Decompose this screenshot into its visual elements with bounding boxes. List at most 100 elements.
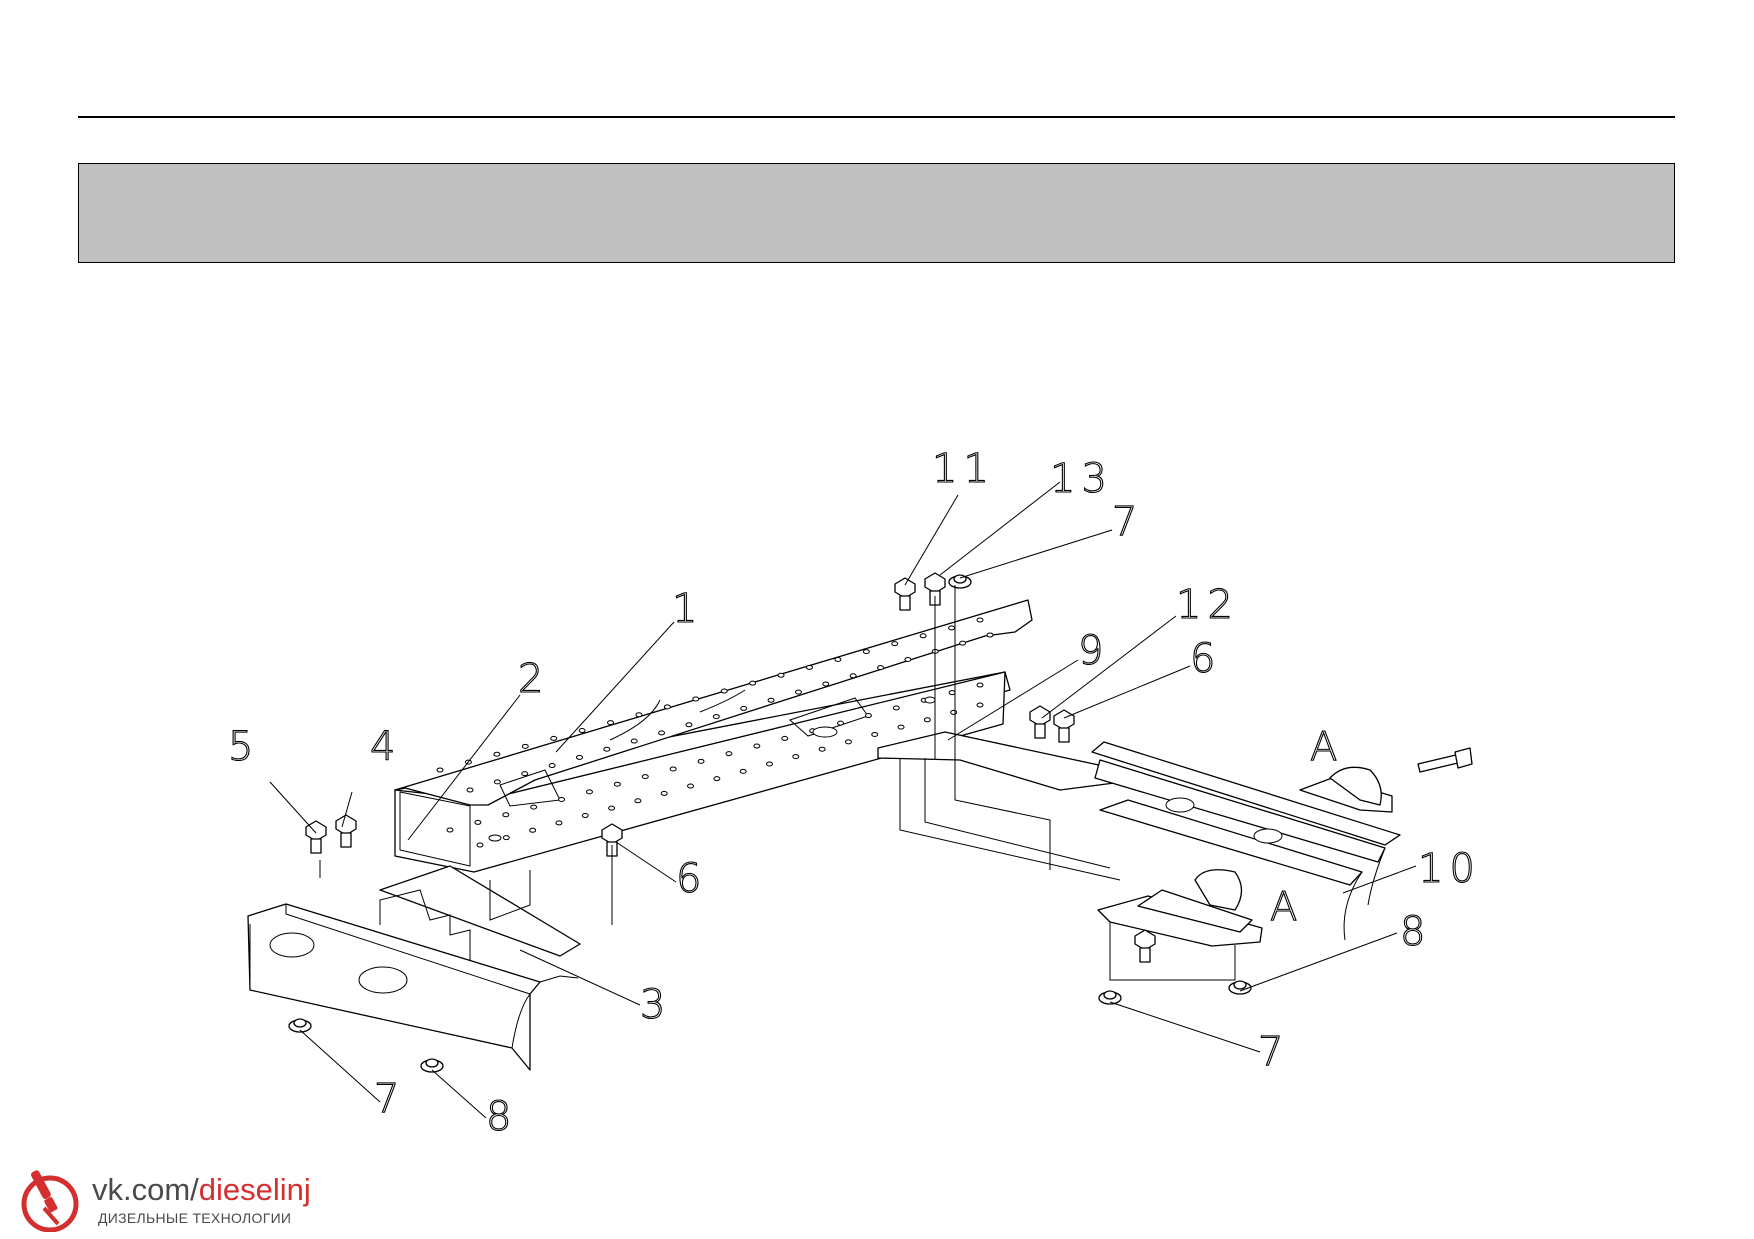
rail-hole	[767, 697, 775, 703]
rail-hole	[924, 696, 936, 704]
nut	[948, 574, 972, 589]
rail-hole	[575, 754, 583, 760]
callout-11: 11	[932, 446, 995, 492]
rail-hole	[607, 720, 615, 726]
callout-6b: 6	[1190, 636, 1221, 682]
callout-1: 1	[672, 586, 703, 632]
rail-hole	[581, 813, 589, 819]
right-frame-member	[1091, 741, 1401, 941]
callout-Aa: A	[1310, 724, 1343, 770]
rail-hole	[663, 704, 671, 710]
bolt	[1053, 709, 1075, 743]
rail-hole	[891, 641, 899, 647]
rail-hole	[792, 754, 800, 760]
detail-bracket-A	[1299, 747, 1473, 813]
callout-labels: 1 2 3 4 5 6 6 7 7 7 8 8 9 10 11 12 13 A …	[227, 445, 1481, 1140]
bolt	[1029, 705, 1051, 739]
callout-2: 2	[518, 656, 549, 702]
rail-hole	[669, 766, 677, 772]
top-rule	[78, 116, 1675, 118]
rail-hole	[502, 812, 510, 818]
rail-hole	[948, 625, 956, 631]
rail-hole	[550, 735, 558, 741]
rail-hole	[781, 735, 789, 741]
rail-hole	[862, 649, 870, 655]
leader-lines	[269, 481, 1417, 1119]
callout-5: 5	[228, 724, 259, 770]
rail-hole	[818, 746, 826, 752]
rail-hole	[488, 834, 502, 842]
bolt	[335, 814, 357, 848]
rail-hole	[720, 688, 728, 694]
rail-hole	[812, 726, 838, 738]
rail-hole	[765, 761, 773, 767]
callout-10: 10	[1418, 846, 1481, 892]
bracket-plate-3	[379, 865, 581, 957]
rail-hole	[502, 835, 510, 841]
fasteners	[288, 572, 1252, 1073]
rail-hole	[739, 768, 747, 774]
rail-hole	[897, 724, 905, 730]
rail-hole	[849, 673, 857, 679]
bolt	[894, 577, 916, 611]
callout-3: 3	[640, 982, 671, 1028]
rail-hole	[685, 722, 693, 728]
callout-8b: 8	[1400, 909, 1431, 955]
main-frame-rail	[394, 599, 1033, 873]
rail-hole	[725, 751, 733, 757]
bolt	[1134, 929, 1156, 963]
rail-hole	[687, 783, 695, 789]
rail-hole	[493, 751, 501, 757]
rail-hole	[712, 714, 720, 720]
rail-hole	[585, 789, 593, 795]
rail-hole	[578, 728, 586, 734]
rail-hole	[436, 767, 444, 773]
callout-13: 13	[1050, 456, 1113, 502]
rail-hole	[837, 720, 845, 726]
watermark-url-name: dieselinj	[198, 1172, 311, 1207]
rail-hole	[959, 640, 967, 646]
watermark-url-prefix: vk.com/	[92, 1172, 199, 1207]
rail-hole	[986, 632, 994, 638]
rail-hole	[529, 827, 537, 833]
rail-hole	[476, 842, 484, 848]
rail-hole	[548, 763, 556, 769]
callout-9: 9	[1078, 628, 1109, 674]
rail-hole	[446, 827, 454, 833]
bracket-plate-9	[877, 731, 1123, 881]
watermark-url: vk.com/dieselinj	[92, 1172, 311, 1208]
rail-hole	[530, 804, 538, 810]
rail-hole	[558, 796, 566, 802]
mount-bracket-10	[1097, 869, 1263, 981]
rail-hole	[634, 798, 642, 804]
rail-hole	[864, 713, 872, 719]
rail-hole	[658, 730, 666, 736]
callout-8a: 8	[486, 1094, 517, 1140]
callout-12: 12	[1176, 582, 1239, 628]
rail-hole	[919, 633, 927, 639]
injector-pen-icon	[21, 1170, 79, 1232]
rail-hole	[976, 617, 984, 623]
rail-hole	[877, 665, 885, 671]
rail-hole	[904, 656, 912, 662]
rail-hole	[892, 705, 900, 711]
rail-hole	[555, 820, 563, 826]
watermark-subtitle: ДИЗЕЛЬНЫЕ ТЕХНОЛОГИИ	[98, 1210, 292, 1226]
rail-hole	[844, 739, 852, 745]
rail-hole	[976, 682, 984, 688]
rail-hole	[630, 738, 638, 744]
rail-hole	[948, 690, 956, 696]
rail-holes	[436, 617, 994, 848]
callout-4: 4	[370, 724, 401, 770]
rail-hole	[834, 656, 842, 662]
rail-hole	[521, 771, 529, 777]
callout-7b: 7	[1112, 499, 1143, 545]
watermark: vk.com/dieselinj ДИЗЕЛЬНЫЕ ТЕХНОЛОГИИ	[18, 1168, 311, 1232]
rail-hole	[805, 664, 813, 670]
rail-hole	[660, 790, 668, 796]
callout-Ab: A	[1270, 884, 1303, 930]
rail-hole	[697, 758, 705, 764]
rail-hole	[608, 805, 616, 811]
rail-hole	[474, 819, 482, 825]
rail-hole	[976, 702, 984, 708]
